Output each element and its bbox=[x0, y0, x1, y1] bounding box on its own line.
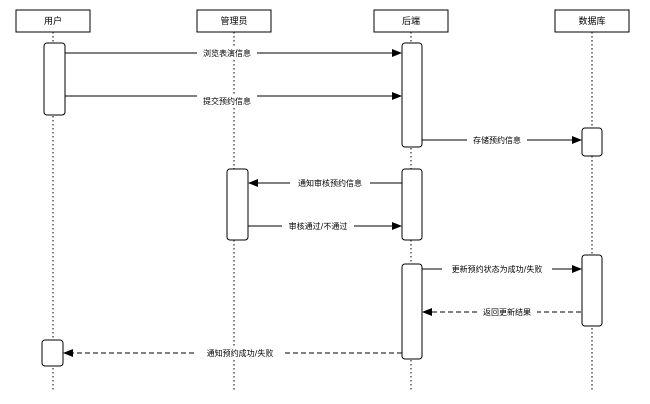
message-review-result: 审核通过/不通过 bbox=[248, 220, 402, 232]
message-label: 更新预约状态为成功/失败 bbox=[452, 264, 543, 274]
participant-admin-label: 管理员 bbox=[220, 15, 247, 27]
activation-backend-1 bbox=[401, 42, 423, 148]
message-label: 审核通过/不通过 bbox=[289, 221, 348, 231]
activation-db-1 bbox=[581, 127, 603, 157]
message-submit-reservation: 提交预约信息 bbox=[65, 92, 402, 107]
activation-admin-1 bbox=[226, 168, 249, 241]
message-return-update-result: 返回更新结果 bbox=[422, 306, 581, 318]
participant-user-label: 用户 bbox=[44, 15, 62, 27]
activation-backend-2 bbox=[401, 168, 423, 241]
activation-db-2 bbox=[581, 254, 603, 327]
participant-backend-label: 后端 bbox=[402, 15, 420, 27]
message-label: 返回更新结果 bbox=[483, 307, 531, 317]
activation-user-2 bbox=[41, 339, 64, 367]
message-notify-review: 通知审核预约信息 bbox=[248, 177, 402, 189]
participant-db: 数据库 bbox=[554, 9, 630, 33]
message-store-reservation: 存储预约信息 bbox=[422, 134, 582, 146]
message-label: 存储预约信息 bbox=[473, 135, 521, 145]
activation-user-1 bbox=[43, 42, 66, 116]
message-browse-performance: 浏览表演信息 bbox=[65, 47, 402, 59]
message-notify-user-result: 通知预约成功/失败 bbox=[63, 347, 402, 359]
activation-backend-3 bbox=[401, 263, 423, 360]
participant-db-label: 数据库 bbox=[578, 15, 605, 27]
participant-admin: 管理员 bbox=[196, 9, 272, 33]
message-label: 通知预约成功/失败 bbox=[207, 348, 274, 358]
message-label: 提交预约信息 bbox=[203, 96, 251, 106]
message-label: 浏览表演信息 bbox=[203, 48, 251, 58]
message-update-status: 更新预约状态为成功/失败 bbox=[422, 263, 582, 275]
participant-user: 用户 bbox=[15, 9, 91, 33]
message-label: 通知审核预约信息 bbox=[298, 178, 362, 188]
participant-backend: 后端 bbox=[373, 9, 449, 33]
